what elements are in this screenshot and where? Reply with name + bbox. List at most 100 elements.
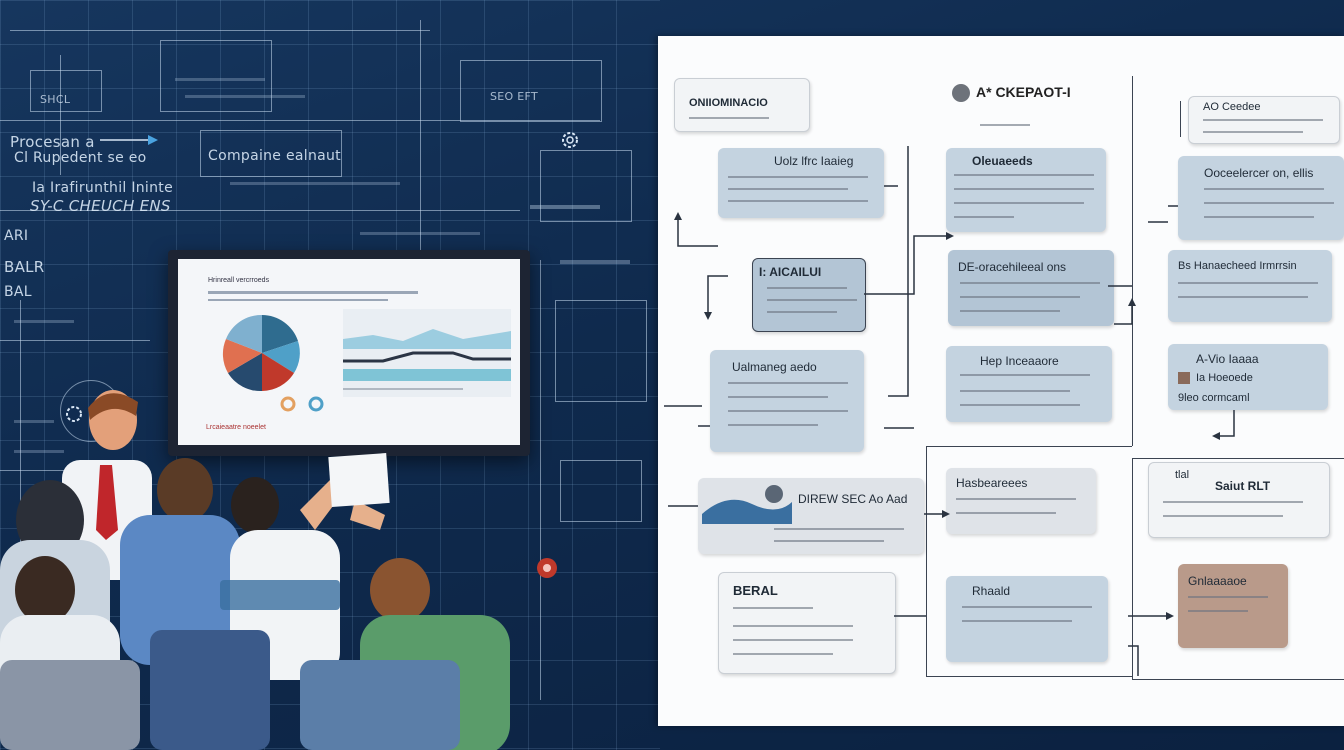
blueprint-scribble (360, 232, 480, 235)
text-line (728, 382, 848, 384)
text-line (960, 310, 1060, 312)
blueprint-line (10, 30, 430, 31)
card-col3-e[interactable]: tlal Saiut RLT (1148, 462, 1330, 538)
card-topleft[interactable]: ONIIOMINACIO (674, 78, 810, 132)
card-text: Ia Hoeoede (1196, 372, 1253, 384)
text-line (1204, 188, 1324, 190)
blueprint-label: BALR (4, 258, 45, 276)
text-line (1204, 216, 1314, 218)
blueprint-label: SHCL (40, 93, 71, 106)
blueprint-scribble (14, 420, 54, 423)
card-title: Ooceelercer on, ellis (1204, 166, 1314, 180)
frame-divider (1180, 101, 1181, 137)
text-line (728, 410, 848, 412)
gear-icon (66, 406, 82, 422)
card-title: DE-oracehileeal ons (958, 260, 1067, 274)
pin-icon (537, 558, 557, 578)
text-line (767, 287, 847, 289)
card-col2-e[interactable]: Rhaald (946, 576, 1108, 662)
text-line (733, 607, 813, 609)
blueprint-line (420, 20, 421, 250)
card-title: AO Ceedee (1203, 101, 1261, 113)
card-col3-a[interactable]: AO Ceedee (1188, 96, 1340, 144)
card-col1-c[interactable]: Ualmaneg aedo (710, 350, 864, 452)
card-col2-a[interactable]: Oleuaeeds (946, 148, 1106, 232)
text-line (956, 512, 1056, 514)
card-col3-d[interactable]: A-Vio Iaaaa Ia Hoeoede 9leo cormcaml (1168, 344, 1328, 410)
blueprint-line (0, 340, 150, 341)
header-bullet-icon (952, 84, 970, 102)
blueprint-line (540, 260, 541, 700)
blueprint-line (0, 120, 600, 121)
card-title: I: AICAILUI (759, 265, 822, 279)
blueprint-label: BAL (4, 284, 32, 300)
pie-chart-graphic (222, 314, 300, 392)
card-col1-e[interactable]: BERAL (718, 572, 896, 674)
blueprint-line (0, 210, 520, 211)
text-line (962, 606, 1092, 608)
card-title: DIREW SEC Ao Aad (798, 492, 908, 506)
card-col3-b[interactable]: Ooceelercer on, ellis (1178, 156, 1344, 240)
gear-icon (562, 132, 578, 148)
flowchart-title: A* CKEPAOT-I (976, 84, 1071, 100)
card-col3-f[interactable]: Gnlaaaaoe (1178, 564, 1288, 648)
blueprint-scribble (14, 450, 64, 453)
frame-divider (1132, 76, 1133, 446)
card-col1-a[interactable]: Uolz lfrc Iaaieg (718, 148, 884, 218)
square-bullet-icon (1178, 372, 1190, 384)
blueprint-scribble (14, 320, 74, 323)
text-line (960, 296, 1080, 298)
text-line (1188, 610, 1248, 612)
blueprint-scribble (185, 95, 305, 98)
text-line (733, 653, 833, 655)
text-line (1203, 119, 1323, 121)
card-title: ONIIOMINACIO (689, 97, 768, 109)
card-title: Bs Hanaecheed Irmrrsin (1178, 260, 1297, 272)
card-title: Oleuaeeds (972, 154, 1033, 168)
text-line (980, 124, 1030, 126)
card-col2-d[interactable]: Hasbeareees (946, 468, 1096, 534)
card-col2-c[interactable]: Hep Inceaaore (946, 346, 1112, 422)
card-text: tlal (1175, 469, 1190, 481)
text-line (728, 176, 868, 178)
text-line (774, 540, 884, 542)
blueprint-box (30, 70, 102, 112)
blueprint-label: SY-C CHEUCH ENS (30, 197, 171, 215)
blueprint-label: ARI (4, 228, 29, 244)
card-col1-d[interactable]: DIREW SEC Ao Aad (698, 478, 924, 554)
card-title: Hep Inceaaore (980, 354, 1059, 368)
blueprint-line (0, 470, 110, 471)
text-line (1163, 515, 1283, 517)
line-chart-graphic (343, 309, 511, 397)
text-line (1178, 296, 1308, 298)
text-line (960, 282, 1100, 284)
text-line (954, 216, 1014, 218)
card-title: Hasbeareees (956, 476, 1028, 490)
screen-text-line (208, 291, 418, 294)
screen-footer: Lrcaieaatre noeelet (206, 424, 266, 431)
card-col2-b[interactable]: DE-oracehileeal ons (948, 250, 1114, 326)
blueprint-box (560, 460, 642, 522)
text-line (728, 200, 868, 202)
card-title: BERAL (733, 583, 778, 598)
flowchart-document: A* CKEPAOT-I ONIIOMINACIO Uolz lfrc Iaai… (658, 36, 1344, 726)
text-line (767, 299, 857, 301)
blueprint-line (20, 300, 21, 560)
blueprint-scribble (560, 260, 630, 264)
blueprint-label: Ia Irafirunthil Ininte (32, 180, 174, 196)
blueprint-label: Procesan a (10, 133, 95, 151)
card-text: 9leo cormcaml (1178, 392, 1250, 404)
card-title: Saiut RLT (1215, 479, 1271, 493)
card-col1-b[interactable]: I: AICAILUI (752, 258, 866, 332)
blueprint-scribble (230, 182, 400, 185)
frame-divider (926, 676, 1132, 677)
blueprint-label: Cl Rupedent se eo (14, 150, 147, 166)
frame-box (1132, 458, 1344, 680)
card-title: Rhaald (972, 584, 1011, 598)
text-line (733, 625, 853, 627)
text-line (1163, 501, 1303, 503)
blueprint-box (540, 150, 632, 222)
text-line (733, 639, 853, 641)
blueprint-box (160, 40, 272, 112)
card-col3-c[interactable]: Bs Hanaecheed Irmrrsin (1168, 250, 1332, 322)
